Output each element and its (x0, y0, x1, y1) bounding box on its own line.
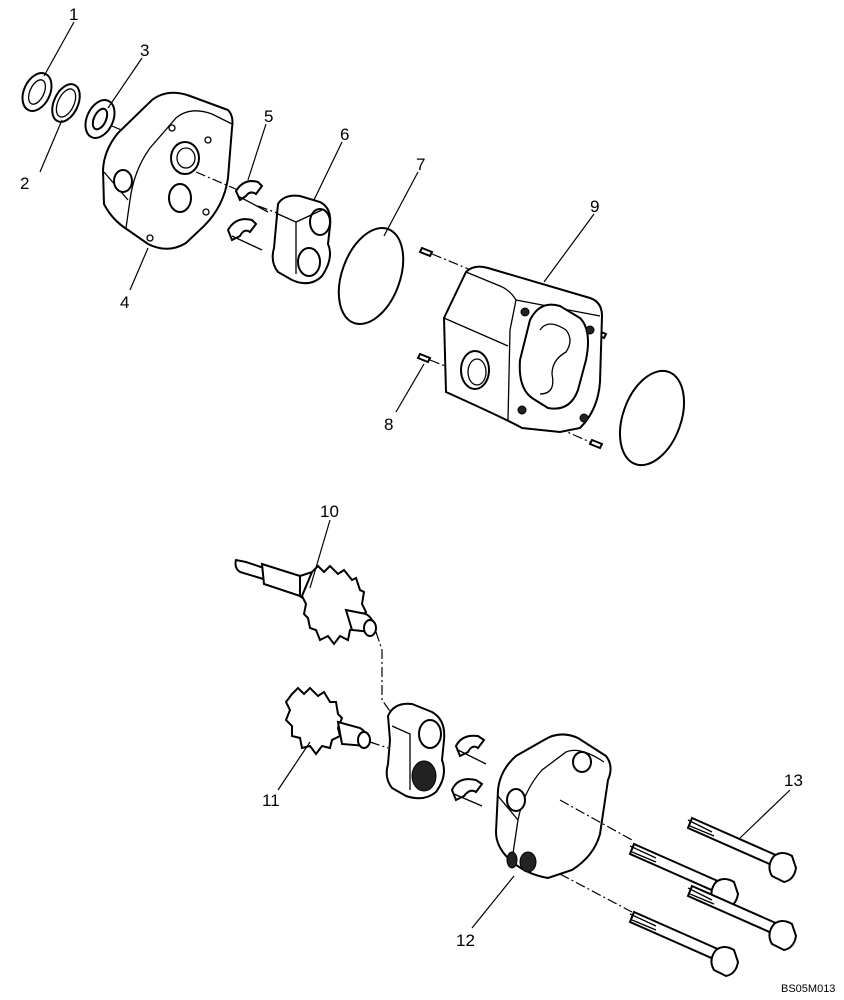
part-10-drive-shaft-gear (234, 558, 377, 646)
part-2-o-ring (51, 83, 81, 123)
callout-13: 13 (784, 771, 803, 790)
callout-4: 4 (120, 293, 129, 312)
part-8-dowel-pin (416, 246, 608, 450)
callout-12: 12 (456, 931, 475, 950)
callout-9: 9 (590, 197, 599, 216)
leader-lines (39, 21, 791, 929)
callout-1: 1 (69, 5, 78, 24)
callout-7: 7 (416, 155, 425, 174)
part-7-body-o-ring (337, 226, 405, 326)
part-11-driven-gear (284, 686, 371, 756)
drawing-code: BS05M013 (781, 983, 835, 995)
callout-11: 11 (262, 791, 280, 810)
part-lower-bearing-block (385, 702, 446, 800)
part-9-pump-body (442, 265, 604, 434)
part-1-seal-ring (21, 72, 53, 112)
part-13-cap-screw (628, 816, 798, 978)
part-4-front-cover (101, 91, 234, 250)
part-3-shaft-seal (84, 99, 116, 139)
part-lower-backup-ring (450, 734, 487, 807)
callout-10: 10 (320, 502, 339, 521)
part-rear-o-ring (619, 369, 685, 467)
part-6-bearing-block (271, 194, 332, 285)
callout-8: 8 (384, 415, 393, 434)
callout-3: 3 (140, 41, 149, 60)
part-5-backup-ring (226, 180, 269, 251)
callout-2: 2 (20, 174, 29, 193)
part-12-rear-cover (494, 733, 612, 880)
callout-5: 5 (264, 107, 273, 126)
callout-6: 6 (340, 125, 349, 144)
